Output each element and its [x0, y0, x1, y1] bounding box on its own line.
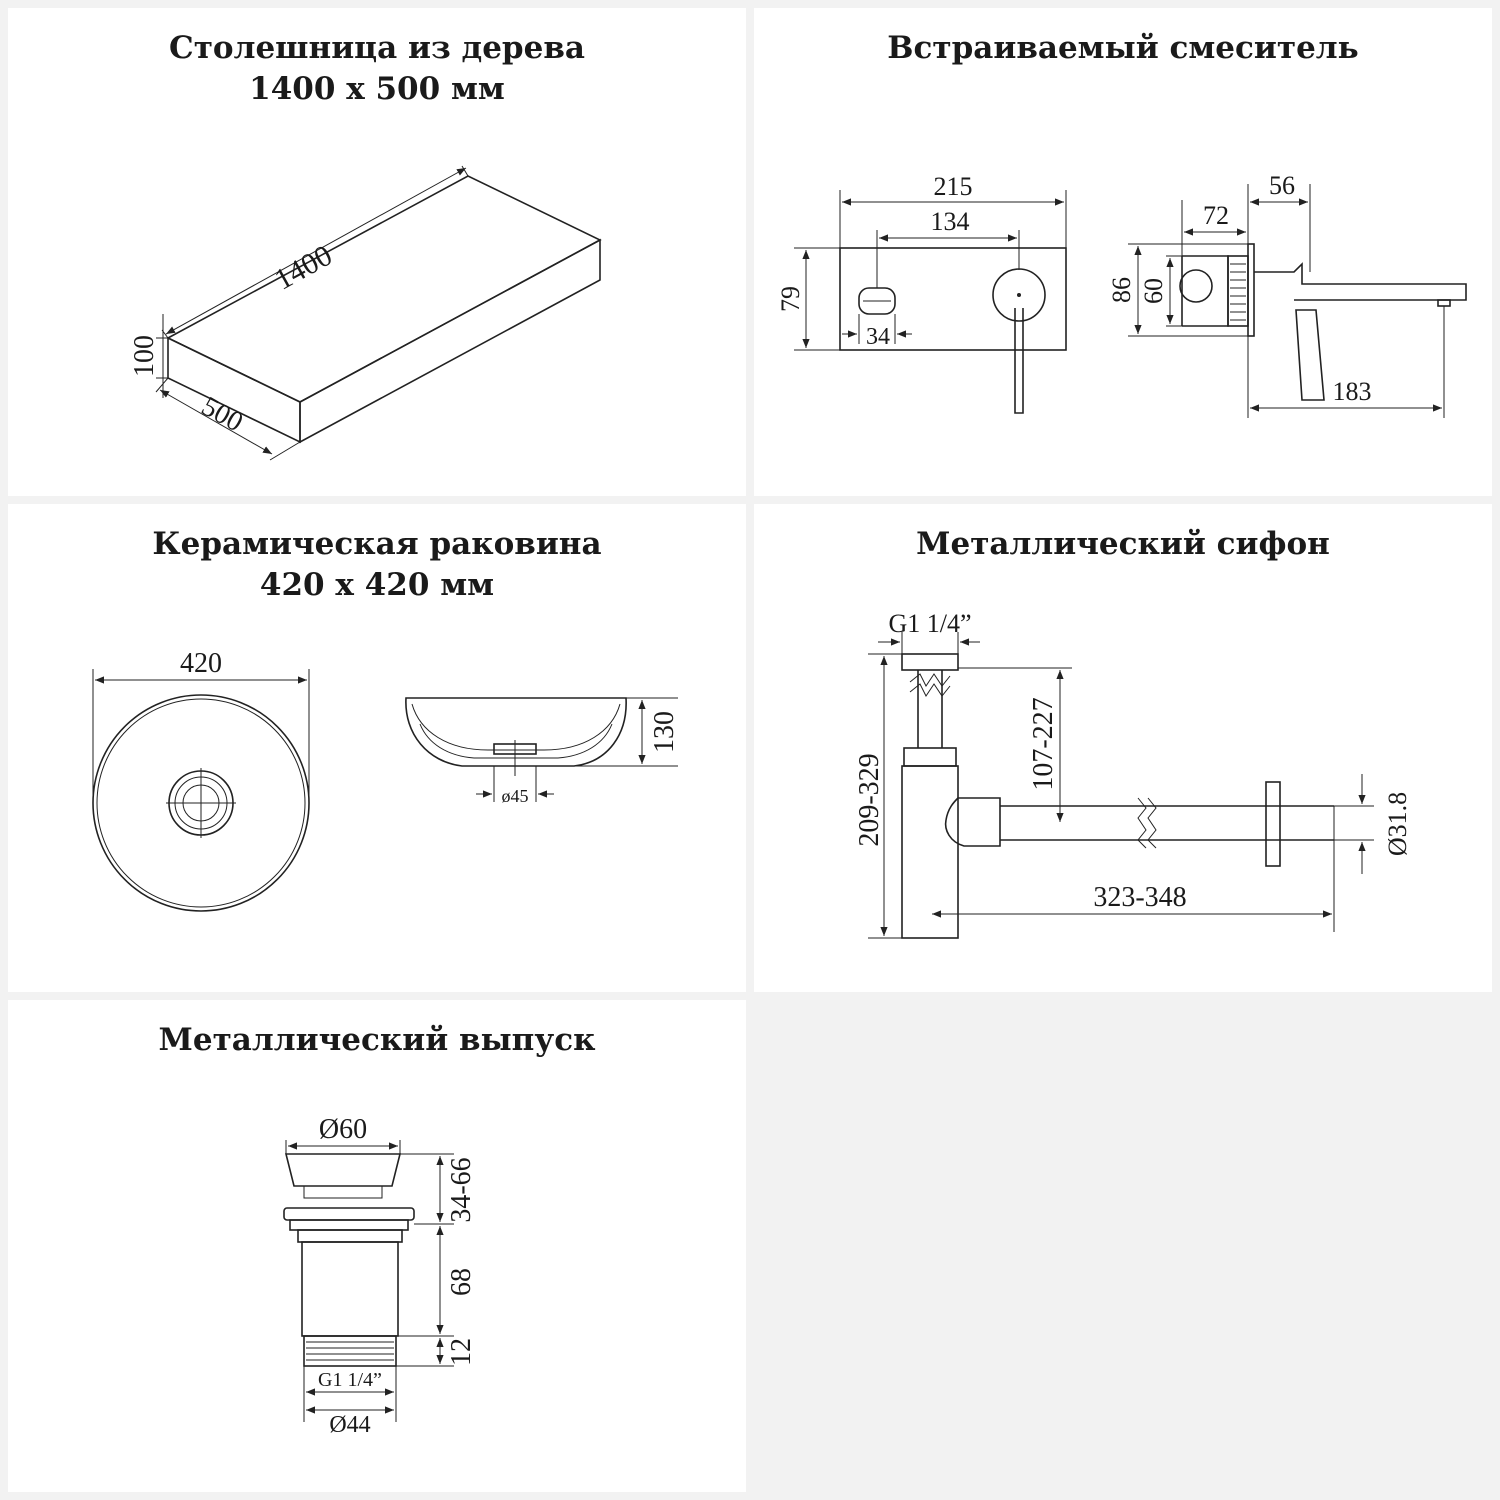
break-mark — [1137, 797, 1147, 849]
sink-bowl-wall — [419, 723, 613, 759]
title-line-1: Встраиваемый смеситель — [887, 30, 1359, 66]
dim-72-label: 72 — [1203, 201, 1229, 230]
dim-adjust-label: 34-66 — [446, 1157, 477, 1222]
dim-thread-len-label: 12 — [446, 1338, 477, 1366]
dim-top-label: Ø60 — [319, 1114, 367, 1145]
board-front-face — [299, 238, 601, 444]
dim-34-label: 34 — [866, 324, 890, 350]
dim-width-label: 500 — [196, 391, 248, 438]
panel-title: Столешница из дерева 1400 x 500 мм — [8, 28, 746, 110]
panel-mixer: Встраиваемый смеситель 215 134 79 34 — [754, 8, 1492, 496]
mixer-side-lever — [1295, 309, 1325, 401]
dim-420-label: 420 — [180, 648, 222, 679]
drain-washer — [289, 1219, 409, 1231]
mixer-spout — [1254, 262, 1467, 301]
dim-inner-label: 107-227 — [1028, 697, 1059, 790]
drain-nut — [297, 1229, 403, 1243]
title-line-1: Столешница из дерева — [169, 30, 585, 66]
panel-countertop: Столешница из дерева 1400 x 500 мм 1400 … — [8, 8, 746, 496]
mixer-plate — [839, 247, 1067, 351]
ext-line — [461, 165, 469, 177]
countertop-drawing: 1400 100 500 — [129, 165, 602, 461]
siphon-elbow — [944, 797, 1001, 847]
siphon-cap — [901, 653, 959, 671]
mixer-cartridge — [1179, 269, 1213, 303]
drain-thread — [303, 1335, 397, 1367]
siphon-collar — [903, 747, 957, 767]
dim-height-label: 209-329 — [854, 753, 885, 846]
drain-cap-stem — [303, 1186, 383, 1199]
title-line-2: 420 x 420 мм — [259, 567, 495, 603]
sink-bowl-outer — [405, 697, 627, 767]
title-line-1: Металлический сифон — [916, 526, 1330, 562]
sink-drawing: 420 130 ø45 — [92, 648, 680, 912]
dim-183-label: 183 — [1333, 377, 1372, 406]
dim-130-label: 130 — [649, 711, 680, 753]
title-line-1: Керамическая раковина — [152, 526, 602, 562]
dim-length-label: 1400 — [269, 239, 337, 297]
panel-title: Керамическая раковина 420 x 420 мм — [8, 524, 746, 606]
dim-60-label: 60 — [1139, 278, 1168, 304]
ext-line — [155, 377, 169, 393]
dim-bottom-label: Ø44 — [329, 1412, 370, 1438]
break-mark — [1147, 797, 1157, 849]
title-line-2: 1400 x 500 мм — [249, 71, 505, 107]
break-mark — [909, 683, 951, 697]
dim-line-width — [159, 389, 273, 455]
drain-flange — [283, 1207, 415, 1221]
mixer-body — [1181, 255, 1229, 327]
siphon-body — [901, 765, 959, 939]
panel-drain: Металлический выпуск Ø60 34-66 68 12 — [8, 1000, 746, 1492]
title-line-1: Металлический выпуск — [158, 1022, 596, 1058]
panel-title: Металлический сифон — [754, 524, 1492, 565]
dim-215-label: 215 — [934, 172, 973, 201]
panel-sink: Керамическая раковина 420 x 420 мм 420 1… — [8, 504, 746, 992]
dim-line-length — [165, 167, 467, 335]
panel-title: Металлический выпуск — [8, 1020, 746, 1061]
panel-siphon: Металлический сифон 209-329 G1 1/4” 107-… — [754, 504, 1492, 992]
break-mark — [909, 673, 951, 687]
panel-title: Встраиваемый смеситель — [754, 28, 1492, 69]
dim-height-label: 100 — [129, 335, 160, 377]
siphon-drawing: 209-329 G1 1/4” 107-227 Ø31.8 323-348 — [854, 609, 1412, 939]
dim-79-label: 79 — [776, 286, 805, 312]
mixer-drawing: 215 134 79 34 56 — [776, 171, 1467, 418]
dim-thread-label: G1 1/4” — [318, 1369, 382, 1391]
siphon-flange — [1265, 781, 1281, 867]
sink-rim-inner — [96, 698, 306, 908]
dim-134-label: 134 — [931, 207, 970, 236]
dim-body-label: 68 — [446, 1268, 477, 1296]
mixer-wall-plate — [1247, 243, 1255, 337]
spout-tip — [1437, 299, 1451, 307]
board-top-face — [166, 175, 602, 403]
drain-body — [301, 1241, 399, 1337]
mixer-thread — [1227, 255, 1249, 327]
dim-length-label: 323-348 — [1093, 882, 1186, 913]
dim-86-label: 86 — [1107, 277, 1136, 303]
dim-56-label: 56 — [1269, 171, 1295, 200]
dim-pipe-label: Ø31.8 — [1383, 792, 1412, 856]
empty-area — [754, 1000, 1492, 1492]
mixer-lever — [1014, 308, 1024, 414]
dim-45-label: ø45 — [502, 786, 529, 806]
dim-thread-label: G1 1/4” — [888, 609, 971, 638]
sink-bowl-inner — [411, 703, 621, 751]
drain-cap — [284, 1153, 402, 1187]
drain-drawing: Ø60 34-66 68 12 G1 1/4” Ø44 — [283, 1114, 477, 1438]
ext-line — [269, 441, 301, 461]
center-mark — [1017, 293, 1021, 297]
